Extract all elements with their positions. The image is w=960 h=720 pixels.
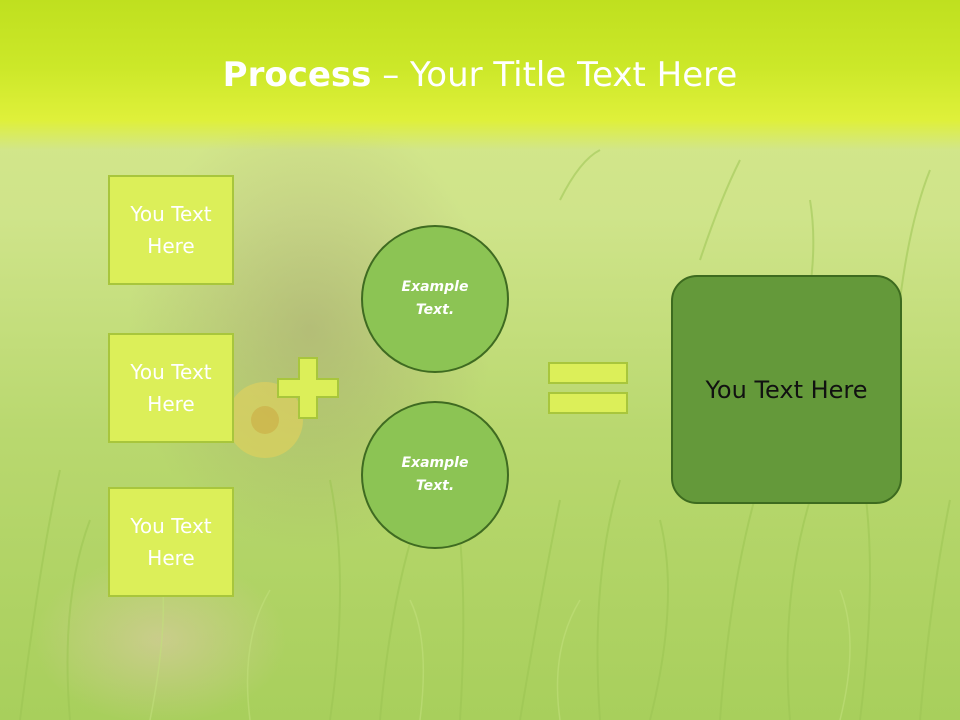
result-box: You Text Here xyxy=(671,275,902,504)
title-rest: Your Title Text Here xyxy=(410,55,738,95)
input-box-3-label: You Text Here xyxy=(130,514,212,570)
title-dash: – xyxy=(382,55,400,95)
example-circle-1-label: Example Text. xyxy=(401,279,469,318)
slide-title: Process – Your Title Text Here xyxy=(0,52,960,98)
result-box-label: You Text Here xyxy=(705,375,868,404)
input-box-2: You Text Here xyxy=(108,333,234,443)
title-bold: Process xyxy=(222,55,372,95)
example-circle-1: Example Text. xyxy=(361,225,509,373)
input-box-3: You Text Here xyxy=(108,487,234,597)
example-circle-2-label: Example Text. xyxy=(401,455,469,494)
plus-icon xyxy=(277,357,339,419)
input-box-2-label: You Text Here xyxy=(130,360,212,416)
input-box-1: You Text Here xyxy=(108,175,234,285)
equals-icon xyxy=(548,362,628,414)
title-bar xyxy=(0,0,960,150)
input-box-1-label: You Text Here xyxy=(130,202,212,258)
example-circle-2: Example Text. xyxy=(361,401,509,549)
